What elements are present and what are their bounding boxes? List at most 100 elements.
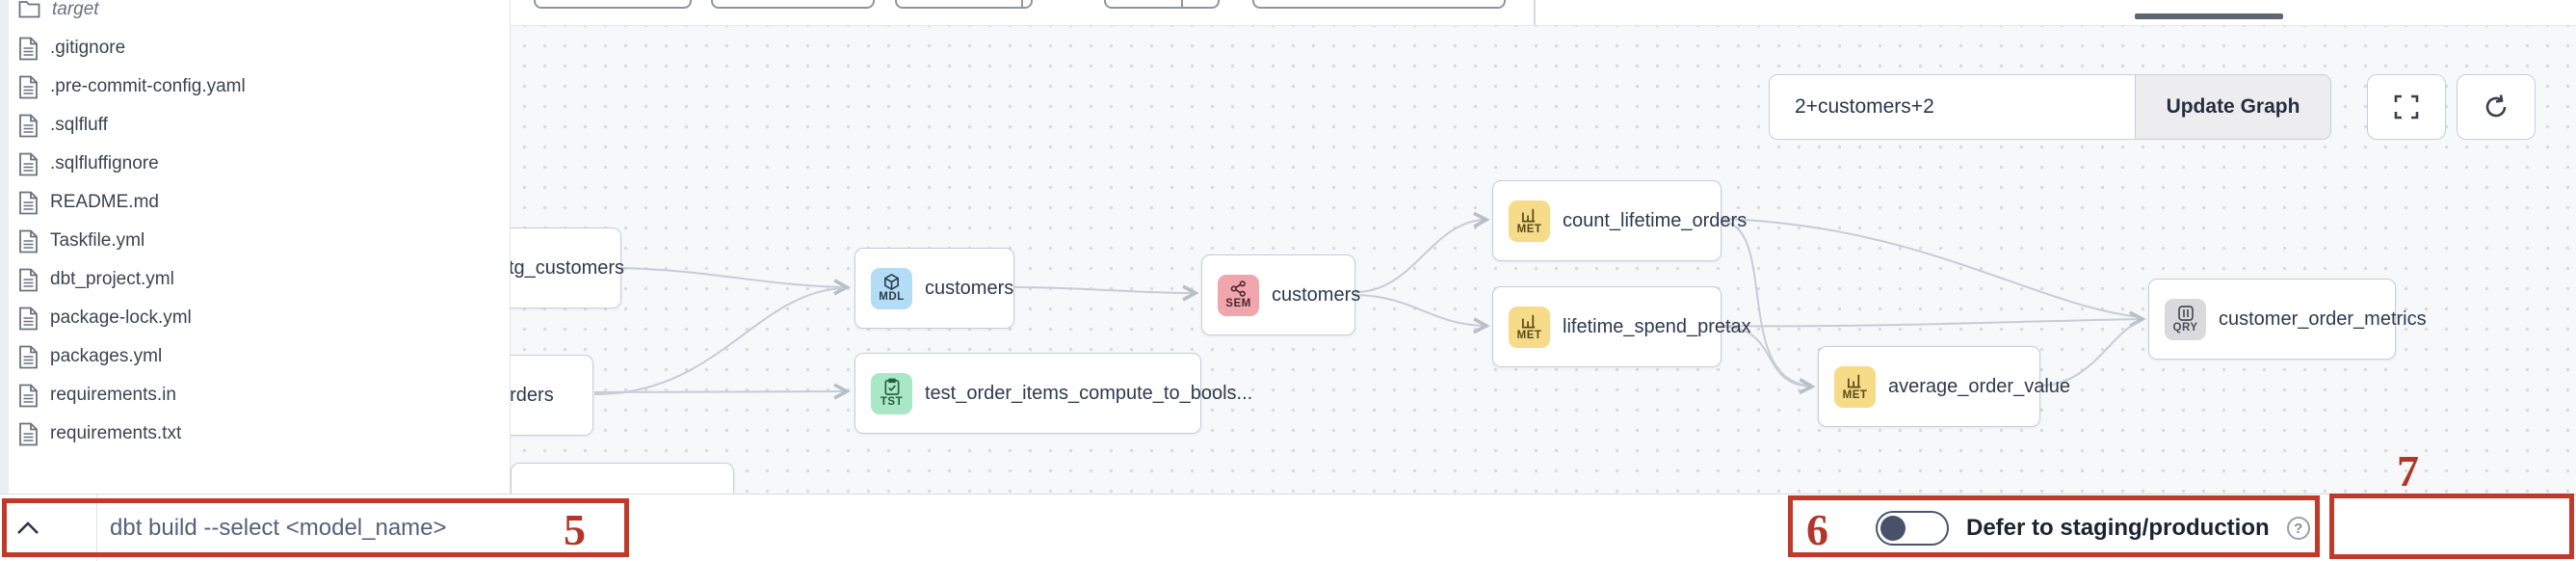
node-type-label: QRY (2172, 321, 2198, 334)
file-icon (18, 307, 39, 331)
graph-node-average_order_value[interactable]: MET average_order_value (1818, 346, 2070, 427)
file-tree-folder[interactable]: target (9, 0, 510, 29)
file-name: .gitignore (50, 38, 126, 58)
edge (1722, 310, 2146, 328)
edge (1722, 221, 1810, 387)
clipped-toolbar-button[interactable] (534, 0, 692, 9)
file-name: packages.yml (50, 346, 163, 366)
folder-icon (18, 0, 40, 19)
bar-chart-icon: MET (1834, 365, 1876, 408)
edge (620, 267, 851, 296)
file-name: package-lock.yml (50, 307, 192, 328)
node-type-label: MET (1516, 224, 1542, 236)
graph-node-lifetime_spend_pretax[interactable]: MET lifetime_spend_pretax (1492, 286, 1751, 367)
node-type-label: MET (1516, 330, 1542, 342)
panel-divider (1534, 0, 1536, 25)
file-explorer-sidebar: target .gitignore .pre-commit-config.yaml.… (0, 0, 511, 494)
file-icon (18, 422, 39, 446)
clipped-active-tab-indicator (2135, 13, 2283, 19)
graph-node-test_order_items[interactable]: TST test_order_items_compute_to_bools... (854, 353, 1252, 434)
node-label: average_order_value (1888, 375, 2071, 397)
graph-node-count_lifetime_orders[interactable]: MET count_lifetime_orders (1492, 180, 1747, 261)
file-icon (18, 384, 39, 408)
edge (1354, 294, 1490, 334)
node-label: stg_customers (499, 256, 625, 279)
update-graph-button[interactable]: Update Graph (2135, 74, 2331, 140)
node-label: lifetime_spend_pretax (1563, 315, 1751, 337)
graph-node-customers_semantic[interactable]: SEM customers (1201, 254, 1360, 335)
sidebar-rail (0, 0, 9, 561)
node-type-label: MET (1842, 389, 1868, 402)
file-tree-item[interactable]: .sqlfluffignore (9, 145, 510, 183)
clipped-toolbar-button[interactable] (1252, 0, 1506, 9)
defer-group: Defer to staging/production ? (1876, 494, 2310, 561)
graph-selector-group: Update Graph (1769, 74, 2331, 140)
clipped-toolbar-button[interactable] (711, 0, 875, 9)
bottom-command-bar: Defer to staging/production ? Ready (0, 494, 2576, 561)
graph-node-customer_order_metrics[interactable]: QRY customer_order_metrics (2148, 279, 2427, 360)
file-icon (18, 268, 39, 292)
defer-label: Defer to staging/production (1966, 515, 2270, 541)
file-tree-item[interactable]: Taskfile.yml (9, 222, 510, 260)
file-tree-item[interactable]: .pre-commit-config.yaml (9, 67, 510, 106)
file-tree-item[interactable]: .gitignore (9, 29, 510, 67)
file-name: .sqlfluff (50, 115, 108, 135)
edge (593, 287, 845, 396)
share-nodes-icon: SEM (1218, 274, 1259, 316)
bar-chart-icon: MET (1509, 200, 1550, 242)
button-divider (1021, 0, 1023, 7)
divider (96, 494, 97, 561)
toggle-knob (1880, 516, 1906, 541)
node-type-label: SEM (1225, 298, 1251, 310)
expand-command-bar-button[interactable] (15, 512, 54, 545)
file-tree-item[interactable]: package-lock.yml (9, 299, 510, 337)
edge (1354, 211, 1490, 293)
file-name: README.md (50, 192, 159, 212)
button-divider (1181, 0, 1183, 7)
node-label: customers (925, 277, 1014, 299)
defer-toggle[interactable] (1876, 511, 1949, 546)
file-list: target .gitignore .pre-commit-config.yaml.… (9, 0, 510, 453)
cube-icon: MDL (871, 267, 912, 309)
file-name: requirements.in (50, 385, 176, 405)
selector-input[interactable] (1769, 74, 2135, 140)
node-label: test_order_items_compute_to_bools... (925, 382, 1253, 404)
file-tree-item[interactable]: README.md (9, 183, 510, 222)
file-name: .sqlfluffignore (50, 153, 159, 174)
file-name: Taskfile.yml (50, 230, 145, 251)
file-tree-item[interactable]: dbt_project.yml (9, 260, 510, 299)
clipped-toolbar-button-group[interactable] (1104, 0, 1220, 9)
refresh-icon (2482, 93, 2510, 121)
fullscreen-button[interactable] (2367, 74, 2446, 140)
graph-node-customers_model[interactable]: MDL customers (854, 248, 1014, 329)
file-tree-item[interactable]: .sqlfluff (9, 106, 510, 145)
node-label: customer_order_metrics (2219, 307, 2427, 330)
table-icon: QRY (2165, 298, 2206, 340)
node-type-label: MDL (879, 291, 905, 304)
refresh-button[interactable] (2457, 74, 2536, 140)
node-type-label: TST (880, 396, 904, 409)
file-tree-item[interactable]: requirements.in (9, 376, 510, 414)
file-tree-item[interactable]: packages.yml (9, 337, 510, 376)
edge (1722, 218, 2141, 318)
command-input[interactable] (108, 502, 613, 554)
file-name: dbt_project.yml (50, 269, 174, 289)
file-icon (18, 229, 39, 254)
clipped-toolbar-button-group[interactable] (895, 0, 1033, 9)
bar-chart-icon: MET (1509, 306, 1550, 348)
file-icon (18, 37, 39, 61)
file-icon (18, 345, 39, 369)
file-name: requirements.txt (50, 423, 182, 443)
file-name: target (52, 0, 99, 19)
help-circle-icon[interactable]: ? (2286, 517, 2310, 540)
clipboard-check-icon: TST (871, 372, 912, 414)
chevron-up-icon (15, 521, 54, 536)
file-icon (18, 75, 39, 99)
node-label: count_lifetime_orders (1563, 209, 1748, 231)
file-tree-item[interactable]: requirements.txt (9, 414, 510, 453)
file-icon (18, 114, 39, 138)
file-name: .pre-commit-config.yaml (50, 76, 246, 96)
node-label: customers (1272, 283, 1361, 306)
node-label: orders (499, 384, 554, 406)
